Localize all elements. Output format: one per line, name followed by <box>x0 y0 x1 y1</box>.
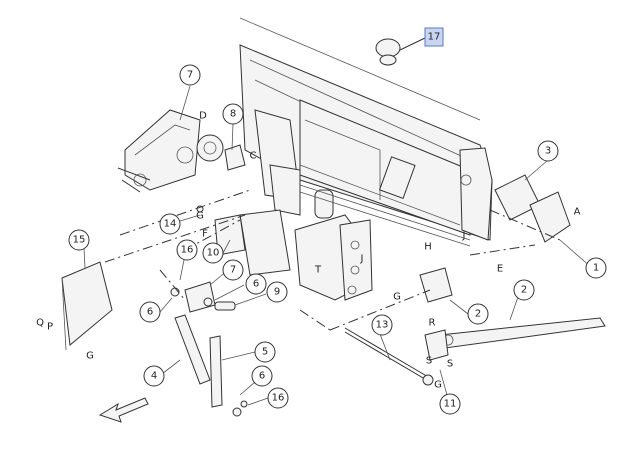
letter-S1: S <box>426 356 432 367</box>
callout-5-label: 5 <box>262 347 268 358</box>
letter-D: D <box>199 111 207 122</box>
dashed-leaders <box>104 189 561 331</box>
letter-F: F <box>202 229 208 240</box>
callout-2b-label: 2 <box>521 285 527 296</box>
callout-2b[interactable]: 2 <box>513 279 535 301</box>
callout-13-label: 13 <box>376 320 389 331</box>
callout-14-label: 14 <box>164 219 177 230</box>
callout-17-box[interactable] <box>424 27 444 47</box>
callout-7b[interactable]: 7 <box>222 259 244 281</box>
callout-17-label: 17 <box>428 32 441 43</box>
letter-J2: J <box>360 254 364 265</box>
letter-Q: Q <box>36 318 44 329</box>
callout-16b-label: 16 <box>272 393 285 404</box>
letter-J1: J <box>462 231 466 242</box>
callout-10[interactable]: 10 <box>202 242 224 264</box>
letter-A: A <box>574 207 581 218</box>
callout-6b-label: 6 <box>253 279 259 290</box>
callout-9[interactable]: 9 <box>266 281 288 303</box>
callout-6a[interactable]: 6 <box>139 301 161 323</box>
callout-8[interactable]: 8 <box>222 103 244 125</box>
letter-G4: G <box>86 351 94 362</box>
callout-1-label: 1 <box>593 263 599 274</box>
callout-9-label: 9 <box>274 287 280 298</box>
callout-6a-label: 6 <box>147 307 153 318</box>
callout-3[interactable]: 3 <box>537 140 559 162</box>
callout-5[interactable]: 5 <box>254 341 276 363</box>
callout-2a-label: 2 <box>475 309 481 320</box>
center-hitch-block <box>214 209 373 301</box>
callout-8-label: 8 <box>230 109 236 120</box>
callout-3-label: 3 <box>545 146 551 157</box>
callout-7b-label: 7 <box>230 265 236 276</box>
right-cover-plates <box>419 174 571 303</box>
letter-C: C <box>250 151 257 162</box>
callout-6c[interactable]: 6 <box>251 365 273 387</box>
callout-4-label: 4 <box>151 371 157 382</box>
letter-E: E <box>497 264 503 275</box>
callout-14[interactable]: 14 <box>159 213 181 235</box>
left-bracket-assembly <box>117 109 246 193</box>
callout-1[interactable]: 1 <box>585 257 607 279</box>
letter-S2: S <box>447 359 453 370</box>
callout-16b[interactable]: 16 <box>267 387 289 409</box>
callout-6c-label: 6 <box>259 371 265 382</box>
direction-arrow <box>98 397 149 423</box>
callout-10-label: 10 <box>207 248 220 259</box>
callout-11-label: 11 <box>444 399 457 410</box>
letter-P: P <box>47 322 53 333</box>
callout-15[interactable]: 15 <box>68 229 90 251</box>
lower-components <box>61 261 606 408</box>
letter-G3: G <box>434 380 442 391</box>
callout-16a[interactable]: 16 <box>176 239 198 261</box>
letter-H: H <box>424 242 432 253</box>
callout-13[interactable]: 13 <box>371 314 393 336</box>
letter-G1: G <box>196 211 204 222</box>
letter-T: T <box>314 265 322 276</box>
callout-15-label: 15 <box>73 235 86 246</box>
knob-17 <box>375 37 426 66</box>
callout-17-highlighted[interactable]: 17 <box>424 27 444 47</box>
callout-7a-label: 7 <box>187 70 193 81</box>
main-frame <box>239 17 493 247</box>
letter-R: R <box>429 318 436 329</box>
letter-G2: G <box>393 292 401 303</box>
callout-4[interactable]: 4 <box>143 365 165 387</box>
callout-16a-label: 16 <box>181 245 194 256</box>
callout-2a[interactable]: 2 <box>467 303 489 325</box>
callout-6b[interactable]: 6 <box>245 273 267 295</box>
callout-11[interactable]: 11 <box>439 393 461 415</box>
callout-7a[interactable]: 7 <box>179 64 201 86</box>
